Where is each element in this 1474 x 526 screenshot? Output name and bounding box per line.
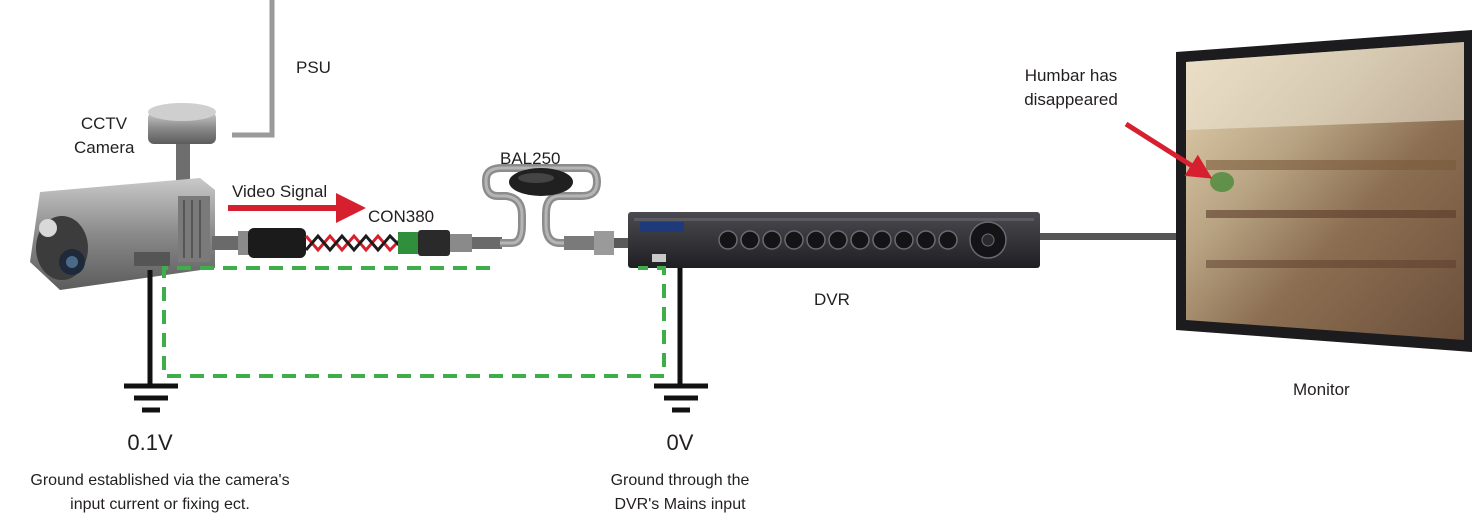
monitor-icon bbox=[1176, 30, 1472, 352]
cctv-camera-label-line1: CCTV bbox=[74, 112, 134, 135]
twisted-pair-cable bbox=[306, 236, 400, 250]
bal250-label: BAL250 bbox=[500, 147, 561, 170]
ground-loop-path bbox=[164, 268, 664, 376]
ground-symbol-icon bbox=[124, 270, 178, 410]
con380-label: CON380 bbox=[368, 205, 434, 228]
connector-icon bbox=[212, 231, 252, 255]
dvr-label: DVR bbox=[814, 288, 850, 311]
video-signal-label: Video Signal bbox=[232, 180, 327, 203]
psu-icon bbox=[232, 0, 272, 135]
ground-left-note-line2: input current or fixing ect. bbox=[0, 494, 320, 516]
humbar-label-line1: Humbar has bbox=[1006, 64, 1136, 87]
ground-left-voltage: 0.1V bbox=[110, 430, 190, 456]
balun-icon bbox=[248, 228, 306, 258]
humbar-label-line2: disappeared bbox=[1006, 88, 1136, 111]
connector-icon bbox=[564, 231, 630, 255]
monitor-label: Monitor bbox=[1293, 378, 1350, 401]
dvr-icon bbox=[628, 212, 1180, 268]
ground-right-note-line1: Ground through the bbox=[570, 470, 790, 492]
connector-icon bbox=[398, 230, 502, 256]
balun-icon bbox=[509, 168, 573, 196]
ground-right-note-line2: DVR's Mains input bbox=[570, 494, 790, 516]
ground-right-voltage: 0V bbox=[640, 430, 720, 456]
cctv-camera-label-line2: Camera bbox=[74, 136, 134, 159]
psu-label: PSU bbox=[296, 56, 331, 79]
ground-left-note-line1: Ground established via the camera's bbox=[0, 470, 320, 492]
